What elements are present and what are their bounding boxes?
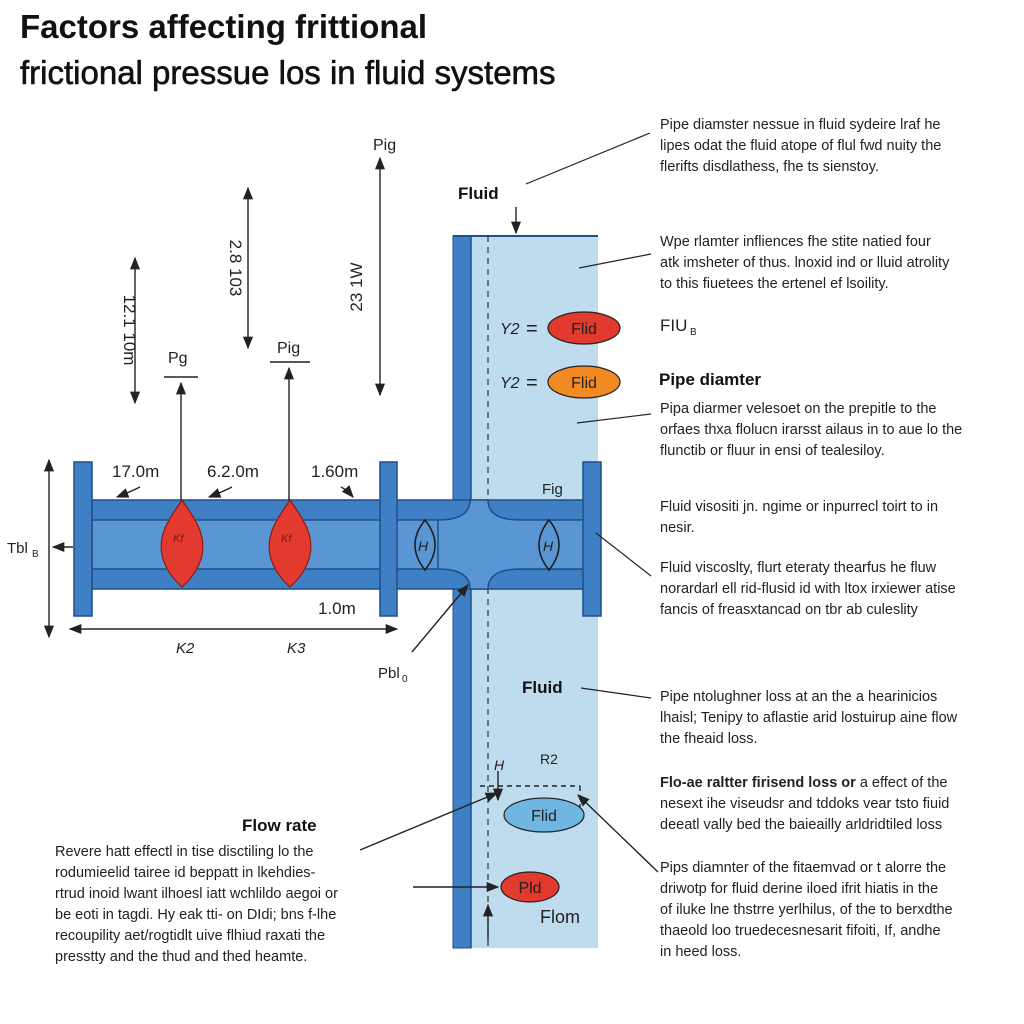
y2-label-a: Y2 [500, 321, 520, 338]
label-length-1: 17.0m [112, 462, 159, 481]
blue-flid-marker [503, 797, 585, 833]
note-2: Wpe rlamter infliences fhe stite natied … [660, 234, 950, 292]
lens-marker-left [414, 518, 436, 572]
label-fiu: FIU [660, 316, 687, 335]
label-k3: K3 [287, 640, 306, 657]
red-flid-marker [547, 311, 621, 345]
label-flow-rate: Flow rate [242, 816, 317, 835]
label-length-3: 1.60m [311, 462, 358, 481]
note-1: Pipe diamster nessue in fluid sydeire lr… [660, 117, 942, 175]
flange-left [73, 461, 93, 617]
label-h1: H [494, 757, 505, 773]
label-pipe-diamter: Pipe diamter [659, 370, 762, 389]
len-pointer-1 [115, 486, 141, 498]
pipe-markers: Y2 = Flid Y2 = Flid Flid Pld [500, 311, 621, 903]
note-9: Revere hatt effectl in tise disctiling l… [55, 844, 338, 965]
page-subtitle: frictional pressue los in fluid systems [20, 54, 556, 92]
len-pointer-3 [340, 485, 354, 498]
label-length-bottom: 1.0m [318, 599, 356, 618]
label-tbl-sub: B [32, 549, 39, 560]
lens-marker-right [538, 518, 560, 572]
note-5: Fluid viscoslty, flurt eteraty thearfus … [660, 560, 956, 618]
label-h-left: H [418, 538, 429, 554]
diagram-labels: Pig Pg Pig 12.1 10m 2.8 103 23 1W 17.0m … [7, 137, 697, 927]
dimension-lines [43, 156, 659, 940]
leader-note-5 [595, 532, 652, 577]
note-8-pointer [577, 794, 659, 873]
label-fiu-sub: B [690, 327, 697, 338]
label-pbl-sub: 0 [402, 674, 408, 685]
y2-label-b: Y2 [500, 375, 520, 392]
label-pbl: Pbl [378, 665, 400, 682]
red-drop-marker-left [160, 498, 204, 588]
label-flom: Flom [540, 907, 580, 927]
page-title: Factors affecting frittional [20, 8, 428, 45]
blue-flid-label: Flid [531, 808, 557, 825]
label-fluid-top: Fluid [458, 184, 499, 203]
orange-flid-marker [547, 365, 621, 399]
note-4: Fluid visositi jn. ngime or inpurrecl to… [660, 499, 939, 536]
pbl-pointer [411, 584, 469, 653]
dim-label-vertical-1: 12.1 10m [120, 295, 139, 366]
label-r2: R2 [540, 751, 558, 767]
label-length-2: 6.2.0m [207, 462, 259, 481]
leader-note-3 [576, 413, 652, 424]
horizontal-pipe [73, 461, 602, 617]
note-6: Pipe ntolughner loss at an the a hearini… [660, 689, 958, 747]
flow-rate-pointer [359, 792, 499, 851]
label-kf-left: Kf [173, 533, 184, 545]
note-7: Flo-ae raltter firisend loss or a effect… [660, 773, 949, 836]
label-kf-right: Kf [281, 533, 292, 545]
note-3: Pipa diarmer velesoet on the prepitle to… [660, 401, 963, 459]
leader-note-6 [580, 687, 652, 699]
red-pld-label: Pld [518, 880, 541, 897]
label-k2: K2 [176, 640, 195, 657]
leader-note-1 [525, 132, 651, 185]
label-fluid-mid: Fluid [522, 678, 563, 697]
flange-middle [379, 461, 398, 617]
callout-leaders [525, 132, 652, 699]
leader-note-2 [578, 253, 652, 269]
label-tbl: Tbl [7, 540, 28, 557]
label-pig-top: Pig [373, 137, 396, 154]
dim-label-vertical-3: 23 1W [347, 262, 366, 311]
label-h-right: H [543, 538, 554, 554]
label-pig-mid: Pig [277, 340, 300, 357]
note-8: Pips diamnter of the fitaemvad or t alor… [660, 860, 953, 960]
dim-label-vertical-2: 2.8 103 [226, 240, 245, 297]
red-flid-label: Flid [571, 321, 597, 338]
orange-flid-label: Flid [571, 375, 597, 392]
red-drop-marker-right [268, 498, 312, 588]
len-pointer-2 [207, 486, 233, 498]
label-pg-left: Pg [168, 350, 188, 367]
note-7-body: a effect of the nesext ihe viseudsr and … [660, 775, 950, 833]
eq-a: = [526, 318, 538, 340]
label-fig: Fig [542, 481, 563, 498]
flange-right [582, 461, 602, 617]
note-7-heading: Flo-ae raltter firisend loss or [660, 775, 856, 791]
red-pld-marker [500, 871, 560, 903]
eq-b: = [526, 372, 538, 394]
